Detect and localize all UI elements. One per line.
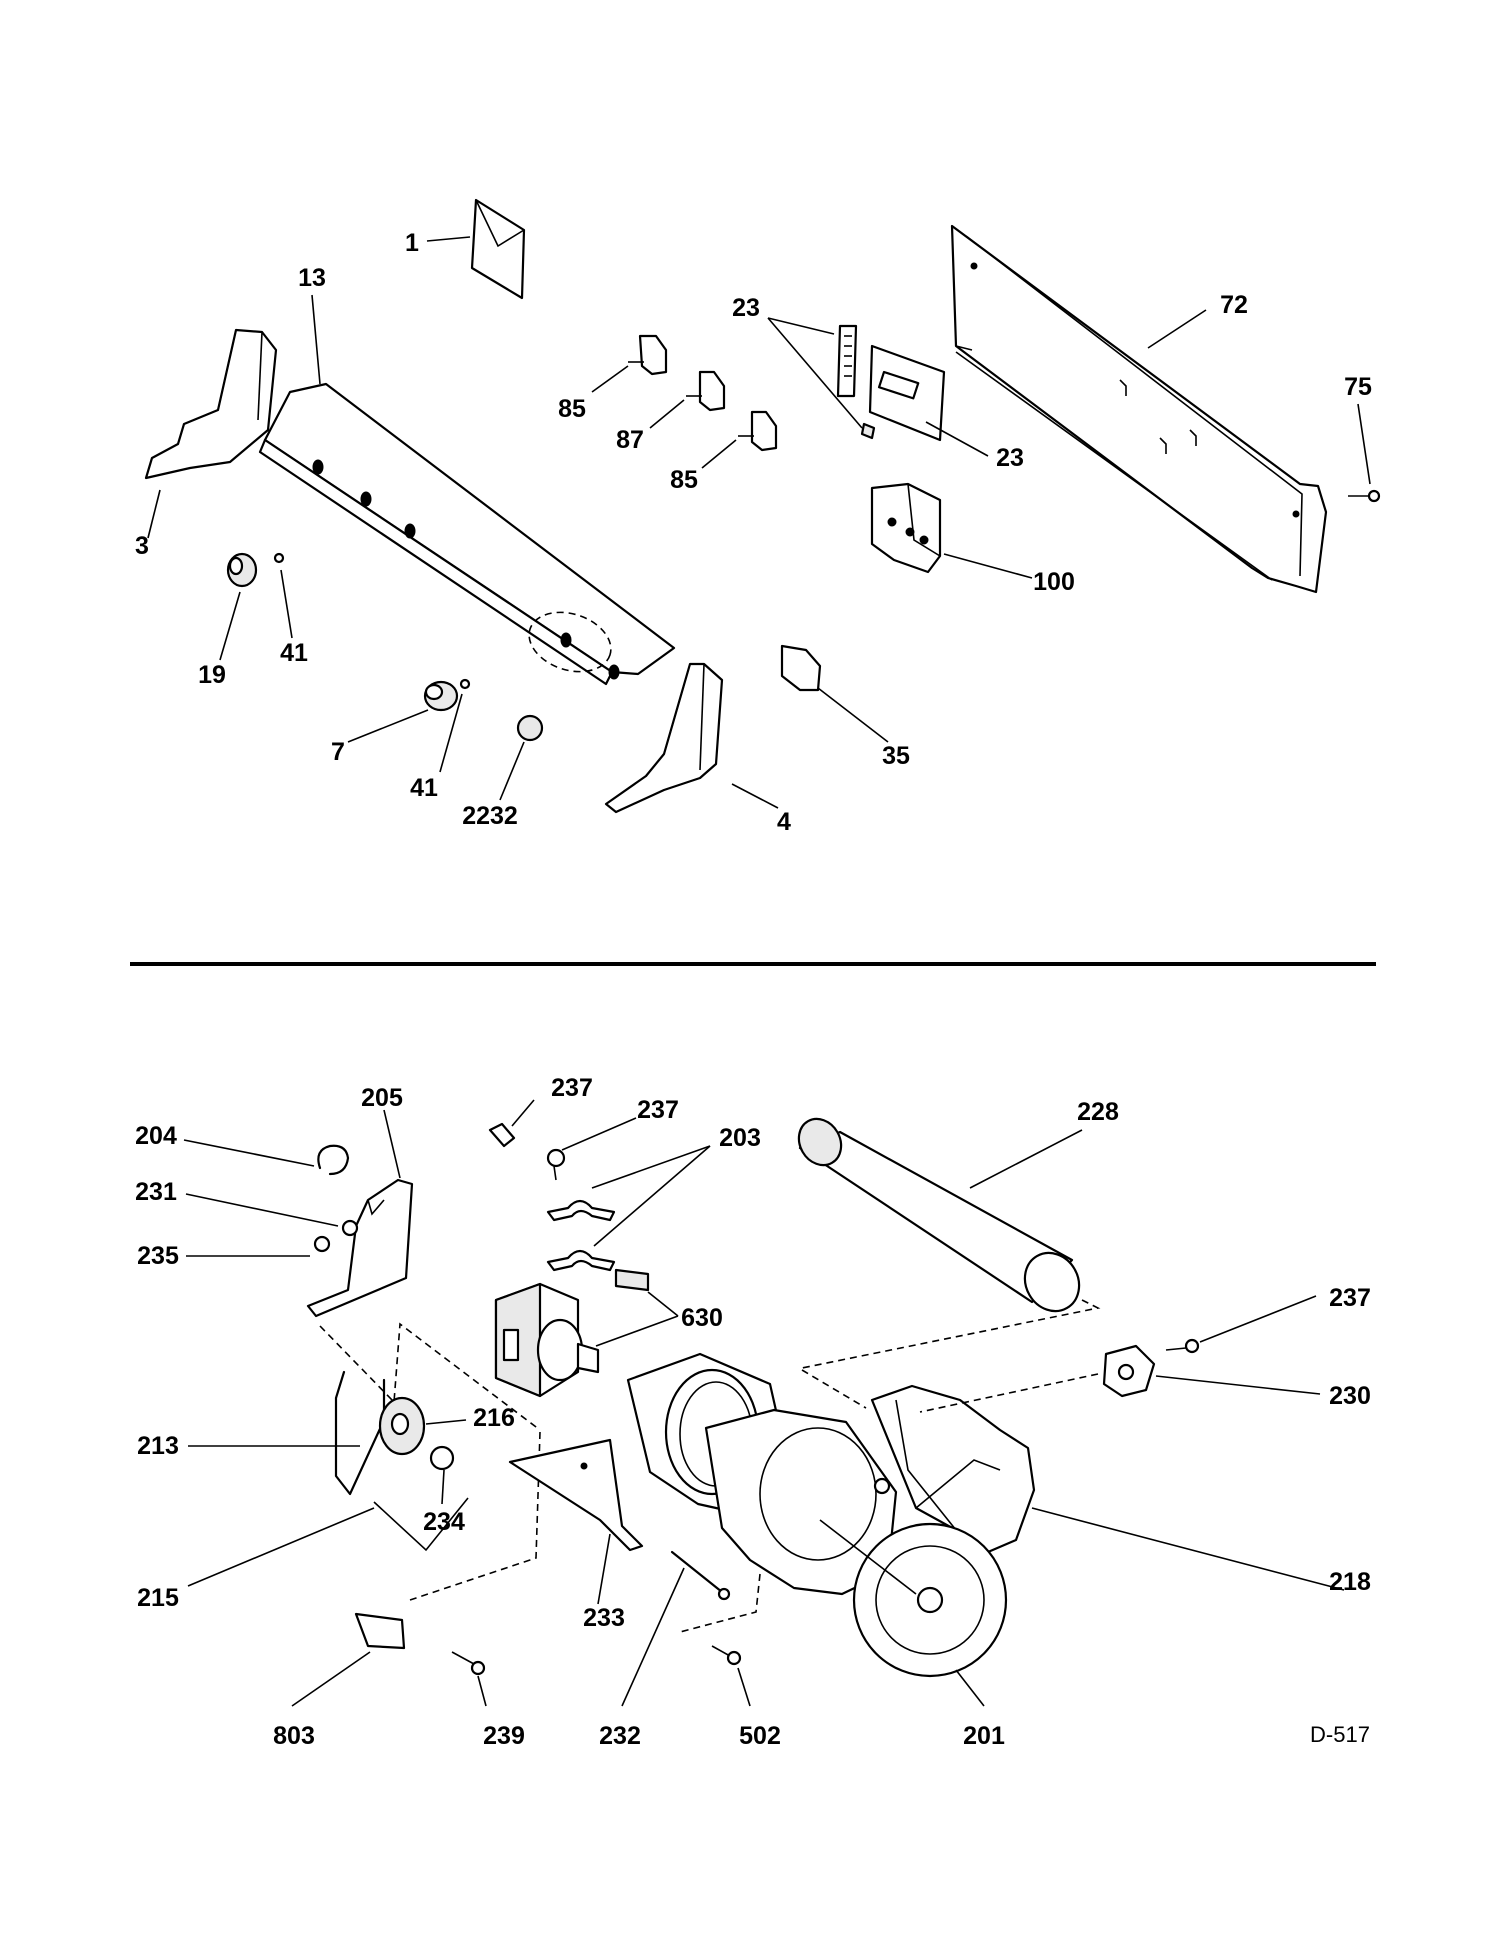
part-231-screw [185,1193,359,1237]
label-216: 216 [473,1404,515,1432]
label-205: 205 [361,1084,403,1112]
label-3: 3 [135,532,149,560]
label-218: 218 [1329,1568,1371,1596]
part-232-pin [621,1550,731,1707]
part-23-terminal-board [767,317,989,457]
label-803: 803 [273,1722,315,1750]
label-201: 201 [963,1722,1005,1750]
label-204: 204 [135,1122,177,1150]
part-1-envelope [426,198,526,300]
part-803-switch [291,1612,406,1707]
label-87: 87 [616,426,644,454]
part-237b-screw [546,1117,637,1181]
label-502: 502 [739,1722,781,1750]
part-204-clip [183,1139,350,1176]
label-239: 239 [483,1722,525,1750]
part-237a-screw [488,1099,535,1148]
part-230-thermostat [1102,1344,1321,1398]
part-630-component [614,1268,679,1317]
part-205-bracket [306,1109,414,1318]
part-235-screw [186,1235,331,1257]
label-235: 235 [137,1242,179,1270]
label-234: 234 [423,1508,465,1536]
part-75-screw [1348,403,1381,503]
part-4-right-end-cap [604,662,779,814]
label-13: 13 [298,264,326,292]
label-19: 19 [198,661,226,689]
label-41a: 41 [280,639,308,667]
label-85a: 85 [558,395,586,423]
label-237a: 237 [551,1074,593,1102]
part-72-rear-panel [950,224,1328,594]
label-230: 230 [1329,1382,1371,1410]
part-85b-switch [701,410,778,469]
label-228: 228 [1077,1098,1119,1126]
part-234-washer [429,1445,455,1505]
part-213-idler-arm [188,1370,386,1496]
label-213: 213 [137,1432,179,1460]
label-75: 75 [1344,373,1372,401]
label-231: 231 [135,1178,177,1206]
label-215: 215 [137,1584,179,1612]
part-3-left-end-cap [144,328,278,539]
part-100-timer [870,482,1033,579]
label-35: 35 [882,742,910,770]
label-237c: 237 [1329,1284,1371,1312]
label-41b: 41 [410,774,438,802]
part-2232-knob [499,714,544,801]
part-201-blower-wheel [819,1519,1008,1707]
label-4: 4 [777,808,791,836]
part-203-motor-straps [546,1145,711,1272]
part-41b-clip [439,678,471,773]
drive-motor [494,1282,679,1398]
part-502-screw [711,1645,751,1707]
part-41a-clip [273,552,293,639]
part-35-switch [780,644,889,743]
label-233: 233 [583,1604,625,1632]
label-85b: 85 [670,466,698,494]
callout-labels: 1 13 3 19 41 7 41 2232 4 85 87 85 23 23 … [135,229,1372,1750]
drawing-code: D-517 [1310,1722,1370,1747]
label-237b: 237 [637,1096,679,1124]
part-87-switch [649,370,726,429]
part-215-spring [187,1497,469,1587]
part-237c-screw [1165,1295,1317,1354]
part-239-screw [451,1651,487,1707]
label-23a: 23 [732,294,760,322]
part-7-knob [347,680,459,743]
part-216-idler-pulley [378,1396,467,1456]
label-23b: 23 [996,444,1024,472]
label-7: 7 [331,738,345,766]
label-2232: 2232 [462,802,518,830]
part-233-motor-mount [508,1438,644,1605]
label-1: 1 [405,229,419,257]
label-100: 100 [1033,568,1075,596]
part-19-knob [219,552,258,661]
label-630: 630 [681,1304,723,1332]
part-85a-switch [591,334,668,393]
label-203: 203 [719,1124,761,1152]
part-218-blower-duct [870,1384,1345,1591]
part-13-control-panel [258,294,676,686]
blower-housing [626,1352,898,1596]
label-72: 72 [1220,291,1248,319]
label-232: 232 [599,1722,641,1750]
part-228-exhaust-duct [797,1117,1083,1313]
